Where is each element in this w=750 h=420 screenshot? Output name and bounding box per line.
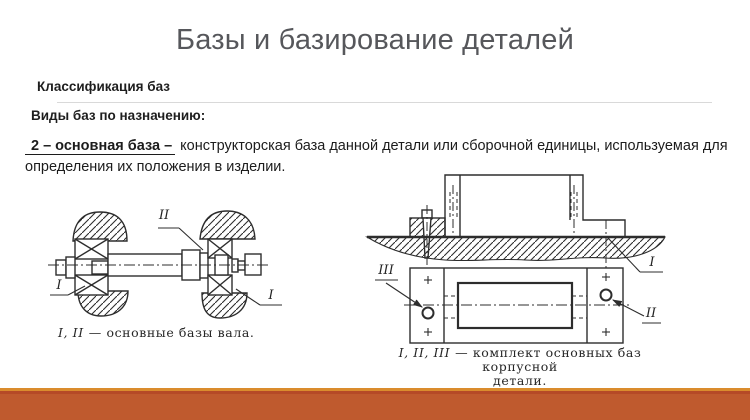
definition-paragraph: 2 – основная база –конструкторская база …	[25, 136, 728, 178]
housing-caption-line2: детали.	[493, 373, 547, 388]
divider-line	[57, 102, 712, 103]
accent-footer-bar	[0, 388, 750, 420]
heading-types: Виды баз по назначению:	[31, 108, 206, 123]
definition-text: конструкторская база данной детали или с…	[25, 138, 728, 175]
housing-caption-numerals: I, II, III	[398, 345, 451, 360]
housing-label-III: III	[378, 263, 394, 278]
shaft-label-II: II	[158, 208, 170, 223]
page-title: Базы и базирование деталей	[175, 24, 575, 56]
housing-label-I: I	[649, 255, 655, 270]
shaft-caption-numerals: I, II	[58, 325, 84, 340]
heading-classification: Классификация баз	[37, 79, 170, 94]
housing-caption-line1: I, II, III — комплект основных баз корпус…	[368, 346, 672, 374]
housing-caption-text: — комплект основных баз корпусной	[455, 345, 642, 374]
definition-term: 2 – основная база –	[25, 138, 176, 155]
housing-label-II: II	[645, 306, 657, 321]
shaft-caption: I, II — основные базы вала.	[58, 325, 318, 340]
housing-caption: I, II, III — комплект основных баз корпус…	[368, 346, 672, 388]
shaft-caption-text: — основные базы вала.	[88, 325, 255, 340]
housing-drawing	[365, 174, 666, 344]
shaft-drawing	[48, 210, 282, 319]
shaft-label-I-left: I	[56, 278, 62, 293]
shaft-label-I-right: I	[268, 288, 274, 303]
